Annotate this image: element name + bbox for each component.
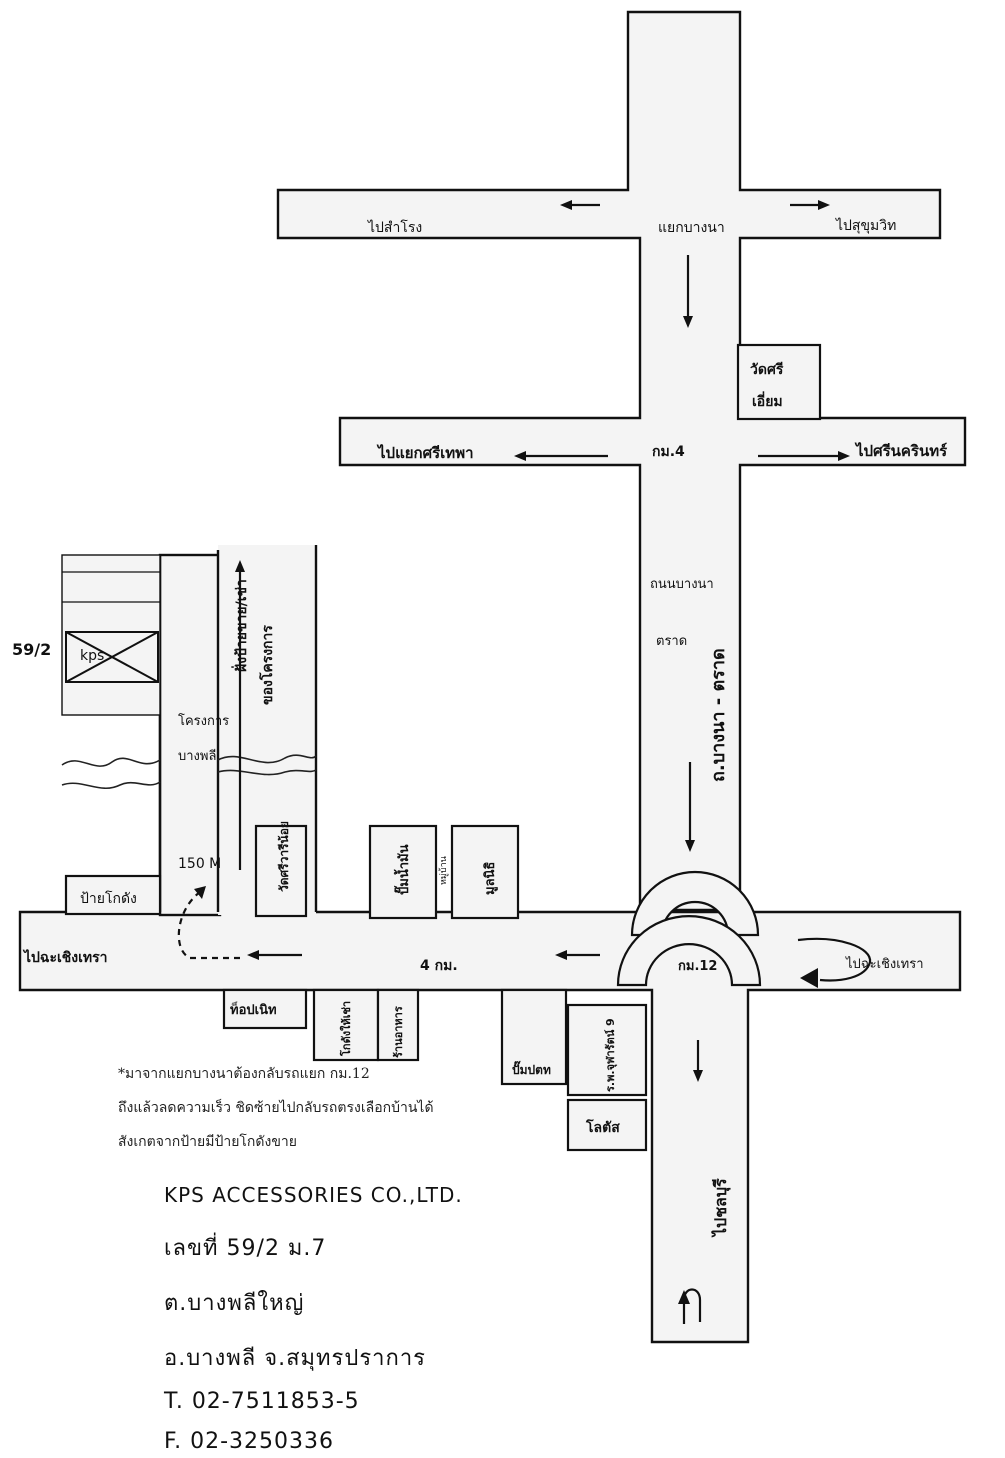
to-chonburi-label: ไปชลบุรี — [711, 1178, 731, 1238]
address-tag: 59/2 — [12, 640, 51, 659]
telephone: T. 02-7511853-5 — [164, 1389, 360, 1414]
place-north-1: วัดศรีวารีน้อย — [277, 821, 291, 892]
address-line-2: ต.บางพลีใหญ่ — [164, 1291, 305, 1316]
uturn-arc-lower — [616, 914, 762, 987]
place-south-6: โลตัส — [585, 1118, 620, 1136]
road-network — [18, 10, 967, 1344]
distance-4km: 4 กม. — [420, 958, 458, 974]
main-road-label-2: ตราด — [656, 634, 687, 649]
to-chachoengsao-right: ไปฉะเชิงเทรา — [845, 956, 924, 972]
address-line-3: อ.บางพลี จ.สมุทรปราการ — [164, 1346, 426, 1371]
to-srinakarin-label: ไปศรีนครินทร์ — [854, 441, 948, 460]
place-south-3: ร้านอาหาร — [392, 1006, 405, 1058]
place-box-s1 — [222, 988, 308, 1030]
to-srithepha-label: ไปแยกศรีเทพา — [376, 443, 474, 462]
warehouse-sign-box — [64, 874, 162, 916]
instruction-note-2: ถึงแล้วลดความเร็ว ชิดซ้ายไปกลับรถตรงเลือ… — [118, 1100, 434, 1116]
place-north-2: ปั๊มน้ำมัน — [393, 844, 412, 895]
company-name: KPS ACCESSORIES CO.,LTD. — [164, 1183, 463, 1207]
place-box-1 — [254, 824, 308, 918]
to-sukhumvit-label: ไปสุขุมวิท — [835, 217, 896, 234]
place-box-s5 — [566, 1003, 648, 1097]
project-label-1: โครงการ — [178, 713, 229, 729]
place-box-s4 — [500, 988, 568, 1086]
temple-box — [736, 343, 822, 421]
top-road — [276, 10, 967, 912]
warehouse-sign: ป้ายโกดัง — [80, 890, 137, 907]
place-south-2: โกดังให้เช่า — [339, 1001, 353, 1057]
to-chachoengsao-left: ไปฉะเชิงเทรา — [22, 948, 108, 966]
main-highway — [18, 910, 962, 1344]
uturn-arc-upper — [630, 870, 760, 937]
side-road-vertical-label-2: ของโครงการ — [258, 625, 276, 705]
to-samrong-label: ไปสำโรง — [367, 219, 422, 236]
place-south-5: ร.พ.จุฬารัตน์ 9 — [604, 1018, 618, 1092]
distance-150m: 150 M — [178, 856, 221, 872]
company-block: kps 59/2 ป้ายโกดัง — [12, 554, 317, 916]
place-box-s6 — [566, 1098, 648, 1152]
place-box-2 — [368, 824, 438, 920]
place-box-s2 — [312, 988, 380, 1062]
main-road-vertical-label: ถ.บางนา - ตราด — [708, 648, 729, 782]
company-box-label: kps — [80, 648, 104, 664]
place-box-s3 — [376, 988, 420, 1062]
place-north-small: หมู่บ้าน — [438, 856, 449, 885]
direction-arrows — [177, 200, 872, 1324]
place-box-3 — [450, 824, 520, 920]
instruction-note-3: สังเกตจากป้ายมีป้ายโกดังขาย — [118, 1134, 297, 1150]
place-north-3: มูลนิธิ — [483, 862, 498, 895]
fax: F. 02-3250336 — [164, 1429, 335, 1454]
place-south-1: ท็อปเนิท — [230, 1000, 277, 1018]
side-road — [158, 553, 222, 917]
place-south-4: ปั๊มปตท — [512, 1060, 551, 1077]
km4-label: กม.4 — [652, 444, 685, 460]
temple-label: วัดศรีเอี่ยม — [750, 362, 784, 410]
bangna-junction-label: แยกบางนา — [658, 220, 725, 236]
project-label-2: บางพลี — [178, 748, 216, 764]
km12-label: กม.12 — [678, 959, 717, 974]
main-road-label-1: ถนนบางนา — [650, 577, 714, 592]
address-line-1: เลขที่ 59/2 ม.7 — [164, 1236, 327, 1261]
instruction-note-1: *มาจากแยกบางนาต้องกลับรถแยก กม.12 — [118, 1066, 370, 1082]
